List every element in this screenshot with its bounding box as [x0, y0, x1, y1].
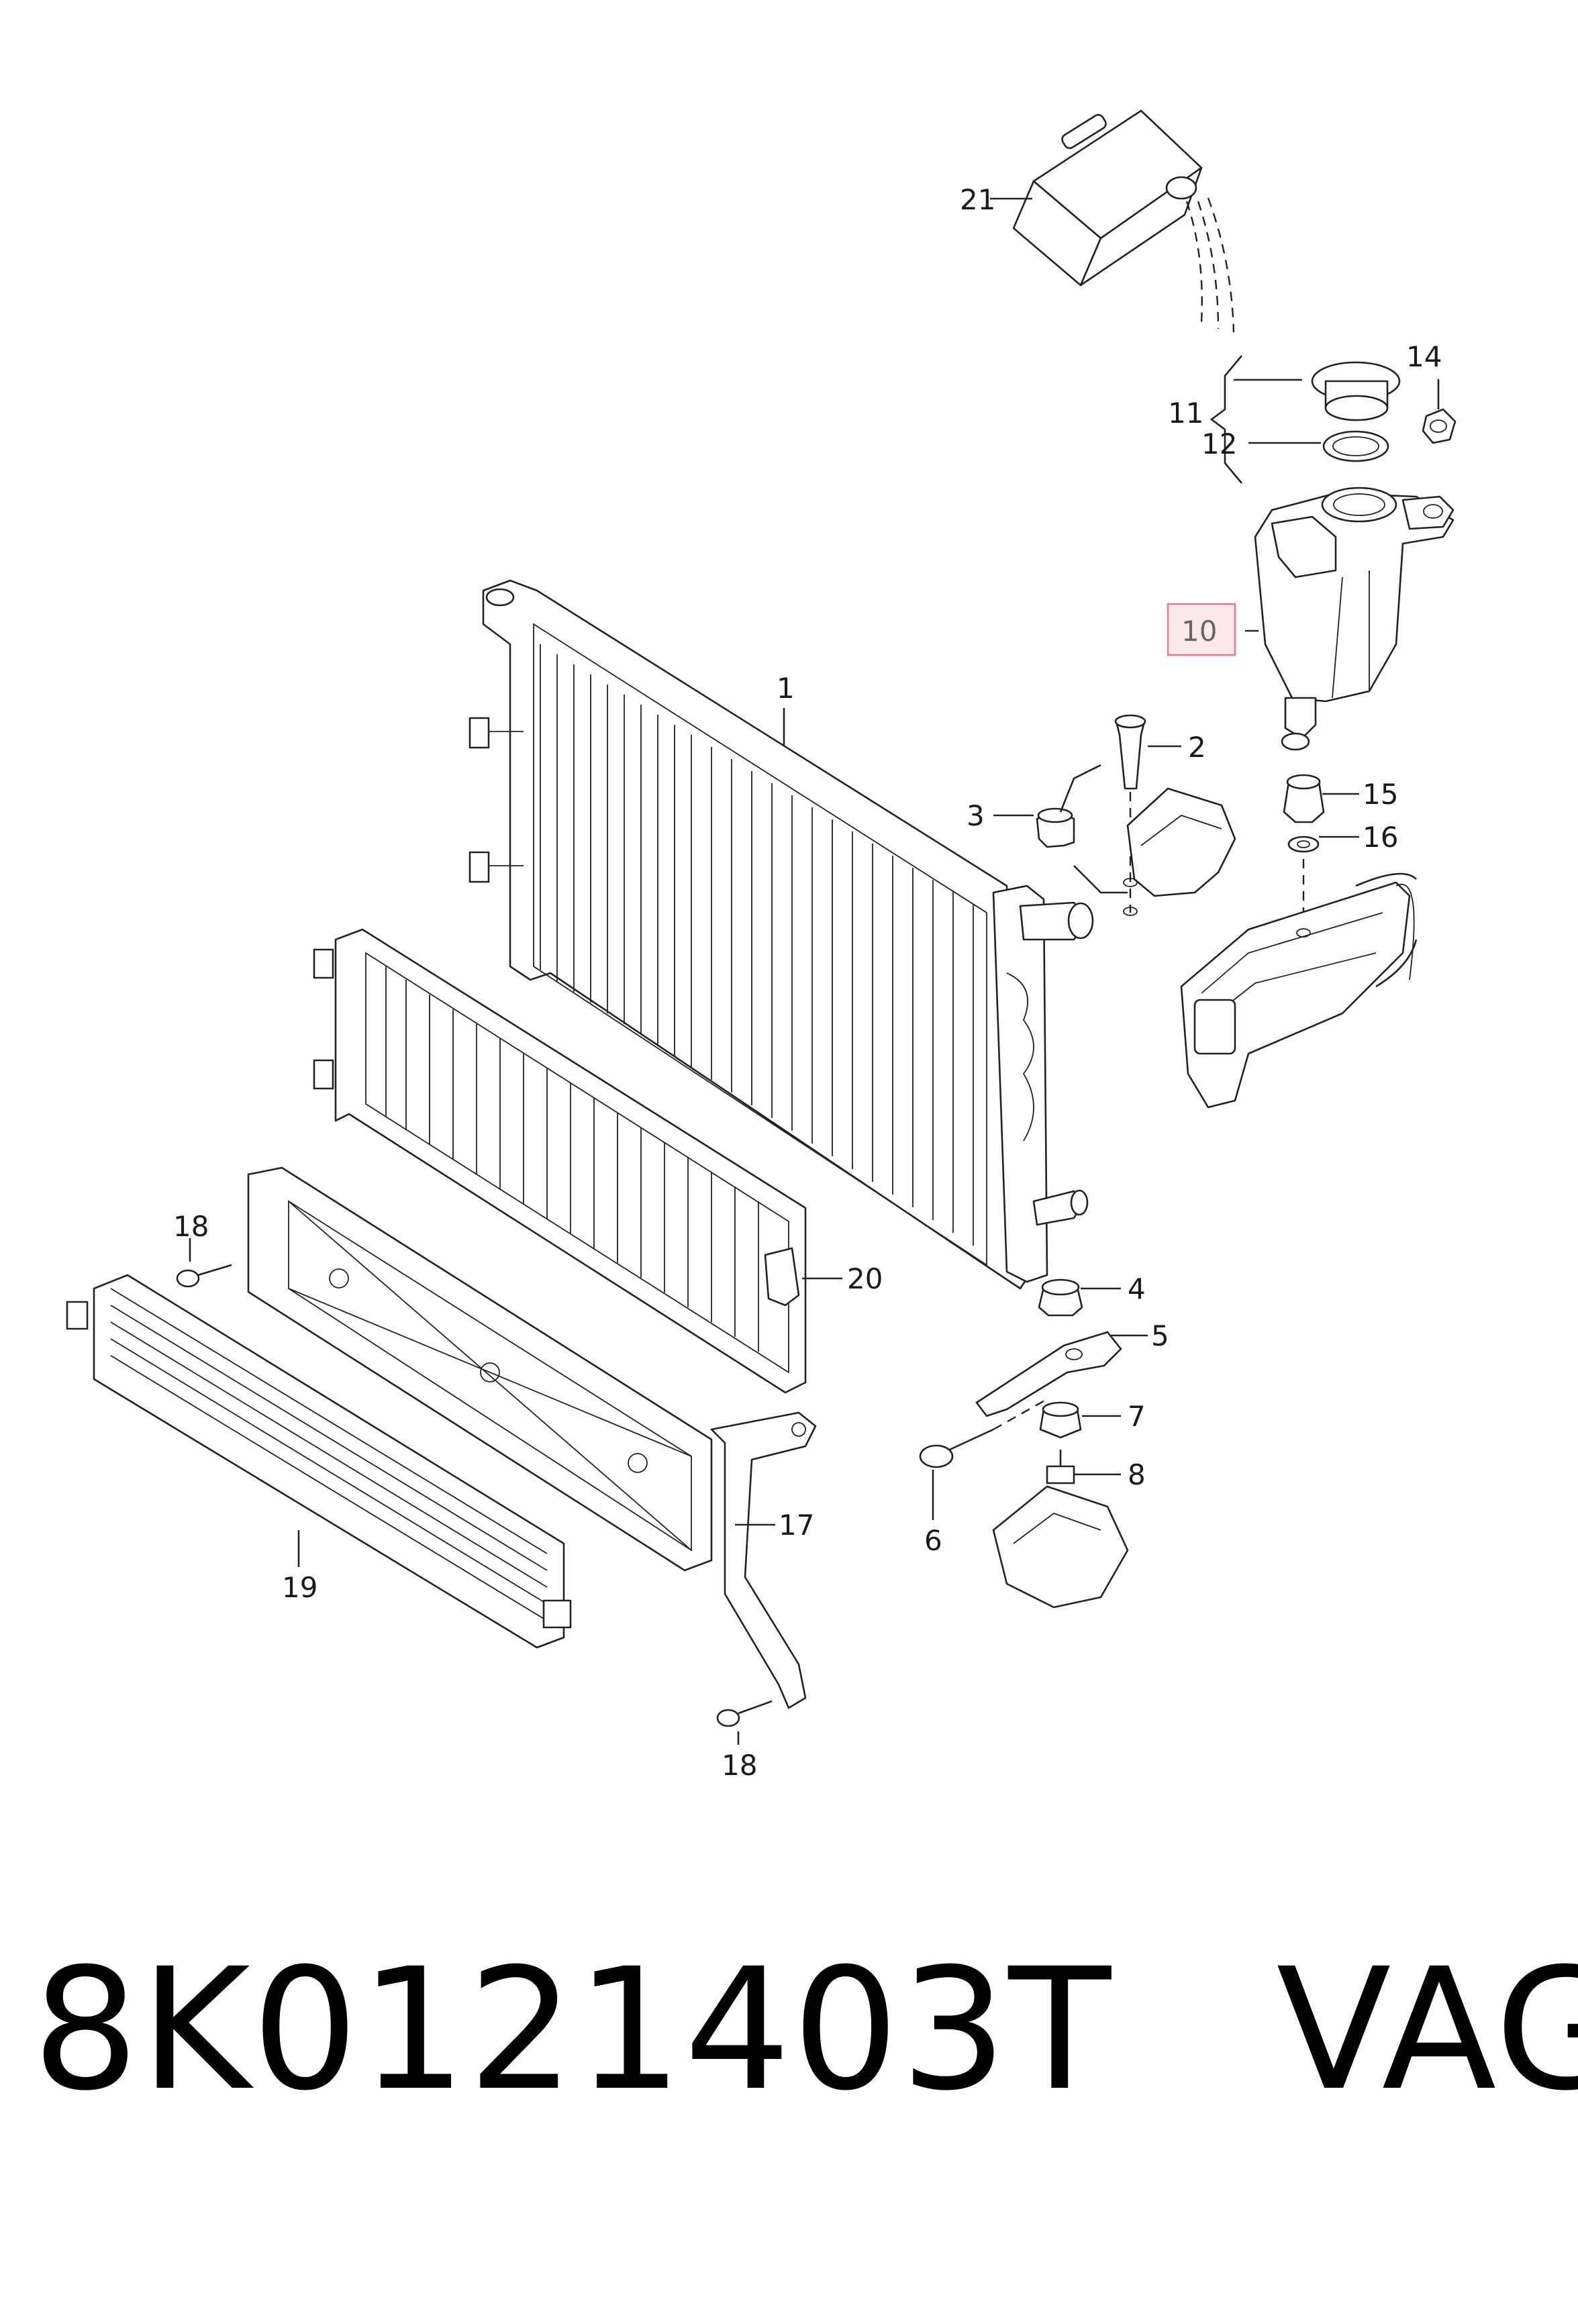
callout-1: 1	[777, 672, 795, 705]
upper-mount-drawing	[1036, 714, 1236, 916]
main-radiator-drawing	[469, 579, 1094, 1315]
callout-18-left: 18	[173, 1210, 209, 1243]
body-bracket-drawing	[1180, 872, 1418, 1109]
callout-5: 5	[1151, 1319, 1169, 1352]
callout-17: 17	[779, 1509, 814, 1542]
callout-4: 4	[1128, 1272, 1146, 1305]
callout-10-highlight	[1167, 603, 1236, 656]
callout-18-bottom: 18	[722, 1749, 757, 1782]
auxiliary-radiator-drawing	[66, 1166, 817, 1709]
bolt-drawing	[176, 1264, 773, 1727]
callout-15: 15	[1363, 778, 1398, 811]
coolant-canister-drawing	[1012, 109, 1235, 333]
callout-8: 8	[1128, 1458, 1146, 1491]
callout-20: 20	[847, 1262, 883, 1295]
grommet-drawing	[1283, 774, 1325, 926]
callout-7: 7	[1128, 1400, 1146, 1433]
callout-10: 10	[1181, 615, 1217, 648]
expansion-tank-drawing	[1254, 487, 1454, 751]
leader-lines	[189, 197, 1359, 1745]
callout-3: 3	[967, 799, 985, 832]
radiator-fins	[540, 644, 974, 1246]
caption-separator	[1112, 1932, 1276, 2127]
callout-11: 11	[1168, 397, 1203, 430]
callout-12: 12	[1201, 427, 1237, 460]
callout-labels: 21 14 11 12 10 1 2 3 15 16 18 20 4 5 7 8…	[173, 183, 1442, 1782]
callout-19: 19	[282, 1571, 317, 1604]
lower-mount-drawing	[919, 1278, 1129, 1609]
callout-2: 2	[1188, 731, 1206, 764]
condenser-drawing	[313, 928, 807, 1394]
part-number: 8K0121403T	[32, 1932, 1113, 2127]
callout-16: 16	[1363, 821, 1398, 854]
brand-name: VAG	[1276, 1932, 1578, 2127]
part-number-caption: 8K0121403T VAG	[32, 1946, 1578, 2114]
cap-and-seal-drawing	[1210, 355, 1457, 484]
callout-14: 14	[1406, 340, 1442, 373]
callout-6: 6	[924, 1524, 942, 1557]
callout-21: 21	[960, 183, 995, 216]
exploded-cooling-diagram: 21 14 11 12 10 1 2 3 15 16 18 20 4 5 7 8…	[66, 109, 1457, 1782]
